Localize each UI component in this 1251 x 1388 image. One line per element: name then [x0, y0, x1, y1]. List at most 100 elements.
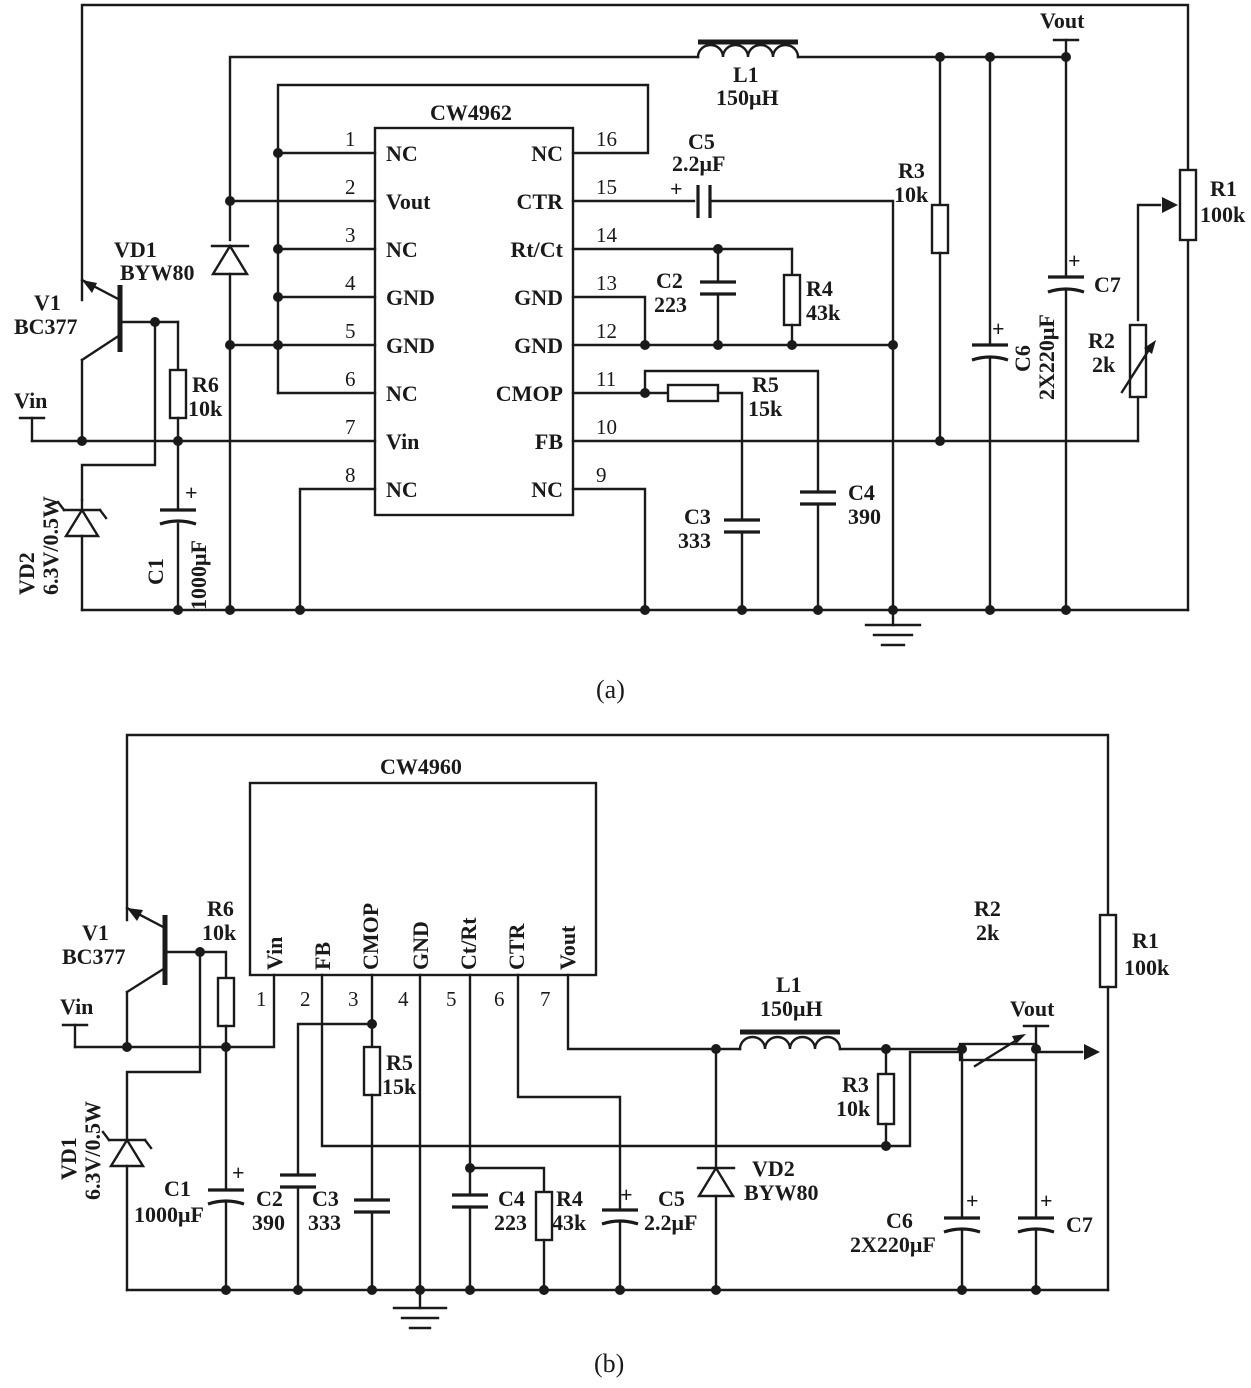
pin-label: Vin: [386, 429, 419, 454]
r4-b-wire: [468, 1166, 546, 1194]
pin-16-loop: [276, 83, 650, 395]
c5-plus: +: [670, 176, 683, 201]
r2-b-arrow: [1012, 1034, 1026, 1044]
r5-right-wire: [716, 391, 744, 522]
pin-label: NC: [386, 477, 418, 502]
pin-num: 1: [256, 987, 267, 1011]
c3-name: C3: [684, 504, 711, 529]
c7-plus: +: [1068, 248, 1081, 273]
pin-num: 9: [596, 463, 607, 487]
r3-b-name: R3: [842, 1072, 869, 1097]
vout-label: Vout: [1040, 8, 1085, 33]
pin-num: 2: [300, 987, 311, 1011]
l1-name: L1: [733, 62, 759, 87]
ground-symbol-b: [392, 1306, 448, 1330]
capacitor-c7-b: [1017, 1047, 1055, 1292]
c7-name: C7: [1094, 272, 1121, 297]
c6-b-name: C6: [886, 1208, 913, 1233]
pin-num: 12: [596, 319, 617, 343]
c4-wire: [643, 369, 820, 494]
r4-b-name: R4: [556, 1186, 583, 1211]
l1-value: 150μH: [716, 85, 779, 110]
resistor-r3-b: [876, 1072, 896, 1126]
r1-name: R1: [1210, 176, 1237, 201]
junction-dots-b: [122, 947, 1041, 1295]
pin-label: NC: [386, 381, 418, 406]
r1-wiper-wire: [1136, 203, 1162, 322]
top-wire-b: [125, 733, 1110, 922]
l1-b-value: 150μH: [760, 996, 823, 1021]
caption-b: (b): [594, 1349, 624, 1378]
pin-num: 13: [596, 271, 617, 295]
pin-label: CMOP: [358, 903, 383, 970]
c1-b-name: C1: [164, 1176, 191, 1201]
pin-label: Rt/Ct: [510, 237, 563, 262]
capacitor-c2-b: [280, 1173, 316, 1292]
r1-value: 100k: [1200, 202, 1246, 227]
pin-num: 16: [596, 127, 617, 151]
r5-b-name: R5: [386, 1050, 413, 1075]
resistor-r4-b: [534, 1190, 554, 1242]
resistor-r5: [666, 383, 720, 403]
r5-value: 15k: [748, 396, 783, 421]
c6-name: C6: [1010, 345, 1035, 372]
r2-b-name: R2: [974, 896, 1001, 921]
v1-b-name: V1: [82, 920, 109, 945]
r5-name: R5: [752, 372, 779, 397]
c5-b-name: C5: [658, 1186, 685, 1211]
capacitor-c1-b: [207, 1188, 245, 1292]
resistor-r6-b: [216, 976, 236, 1028]
r4-name: R4: [806, 276, 833, 301]
capacitor-c6-b: [943, 1047, 981, 1292]
resistor-r3: [930, 203, 950, 255]
c2-b-name: C2: [256, 1186, 283, 1211]
v1-name: V1: [34, 290, 61, 315]
r1-b-name: R1: [1132, 928, 1159, 953]
c5-name: C5: [688, 129, 715, 154]
c2-value: 223: [654, 292, 687, 317]
c4-name: C4: [848, 480, 875, 505]
capacitor-c5-b: [601, 1208, 639, 1292]
c1-name: C1: [143, 558, 168, 585]
pin-label: GND: [386, 285, 435, 310]
inductor-l1: [696, 39, 800, 59]
pin-num: 7: [540, 987, 551, 1011]
pin-7-lead: [566, 973, 742, 1051]
diode-vd1: [210, 199, 250, 612]
pin-2-lead: [320, 973, 962, 1148]
r2-value: 2k: [1092, 352, 1116, 377]
pin-num: 5: [345, 319, 356, 343]
c6-value: 2X220μF: [1034, 314, 1059, 400]
pin-label: NC: [386, 237, 418, 262]
vd1-name: VD1: [114, 237, 157, 262]
pin-num: 4: [398, 987, 409, 1011]
zener-vd1-b: [101, 1130, 153, 1292]
r6-b-value: 10k: [202, 920, 237, 945]
vd1-b-value: 6.3V/0.5W: [80, 1101, 105, 1200]
vin-label: Vin: [14, 388, 47, 413]
pin-label: FB: [535, 429, 563, 454]
c1-plus: +: [185, 480, 198, 505]
pin-label: NC: [531, 141, 563, 166]
pin-label: NC: [531, 477, 563, 502]
vin-b-label: Vin: [60, 994, 93, 1019]
r3-b-value: 10k: [836, 1096, 871, 1121]
circuit-a: CW4962 1 2 3 4 5 6 7 8 NC Vout NC GND GN…: [14, 3, 1246, 704]
pin-num: 6: [345, 367, 356, 391]
r3-name: R3: [898, 158, 925, 183]
pin-label: CMOP: [496, 381, 563, 406]
c4-value: 390: [848, 504, 881, 529]
capacitor-c7: [1047, 55, 1085, 612]
vd1-b-name: VD1: [56, 1137, 81, 1180]
capacitor-c6: [971, 55, 1009, 612]
c2-name: C2: [656, 268, 683, 293]
c6-plus: +: [992, 316, 1005, 341]
pin-label: Vout: [386, 189, 431, 214]
l1-b-name: L1: [776, 972, 802, 997]
c5-b-value: 2.2μF: [644, 1210, 697, 1235]
pin-num: 6: [494, 987, 505, 1011]
r1-b-wiper-arrow: [1084, 1044, 1100, 1060]
pin-num: 7: [345, 415, 356, 439]
r6-value: 10k: [188, 396, 223, 421]
c3-value: 333: [678, 528, 711, 553]
